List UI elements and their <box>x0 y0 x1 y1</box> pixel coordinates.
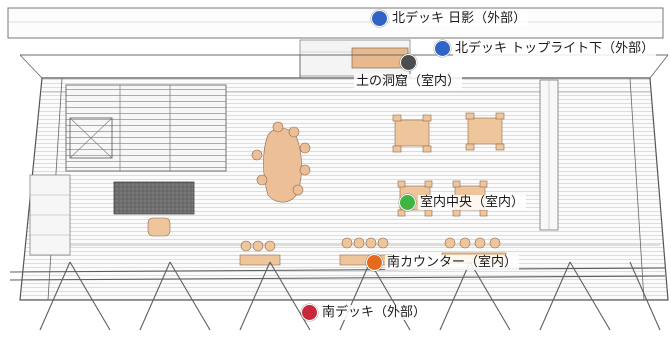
stair-block <box>29 84 227 256</box>
red-dot-icon <box>301 304 318 321</box>
dark-floor-area <box>113 181 195 215</box>
marker-north-deck-shade: 北デッキ 日影（外部） <box>371 10 529 27</box>
blue-dot-icon <box>434 40 451 57</box>
marker-label: 南カウンター（室内） <box>385 255 520 270</box>
marker-north-deck-toplight: 北デッキ トップライト下（外部） <box>434 40 657 57</box>
marker-label: 北デッキ トップライト下（外部） <box>453 41 657 56</box>
marker-label: 南デッキ（外部） <box>320 305 429 320</box>
orange-dot-icon <box>366 254 383 271</box>
marker-label: 北デッキ 日影（外部） <box>390 11 529 26</box>
furniture-large-table <box>251 121 311 203</box>
blue-dot-icon <box>371 10 388 27</box>
marker-south-deck: 南デッキ（外部） <box>301 304 429 321</box>
marker-earth-cave: 土の洞窟（室内） <box>354 54 463 89</box>
east-wall <box>539 79 559 231</box>
marker-label: 土の洞窟（室内） <box>354 74 463 89</box>
green-dot-icon <box>399 194 416 211</box>
marker-south-counter: 南カウンター（室内） <box>366 254 520 271</box>
marker-label: 室内中央（室内） <box>418 195 527 210</box>
north-roof-band <box>7 7 664 77</box>
gray-dot-icon <box>399 54 417 71</box>
marker-room-center: 室内中央（室内） <box>399 194 527 211</box>
